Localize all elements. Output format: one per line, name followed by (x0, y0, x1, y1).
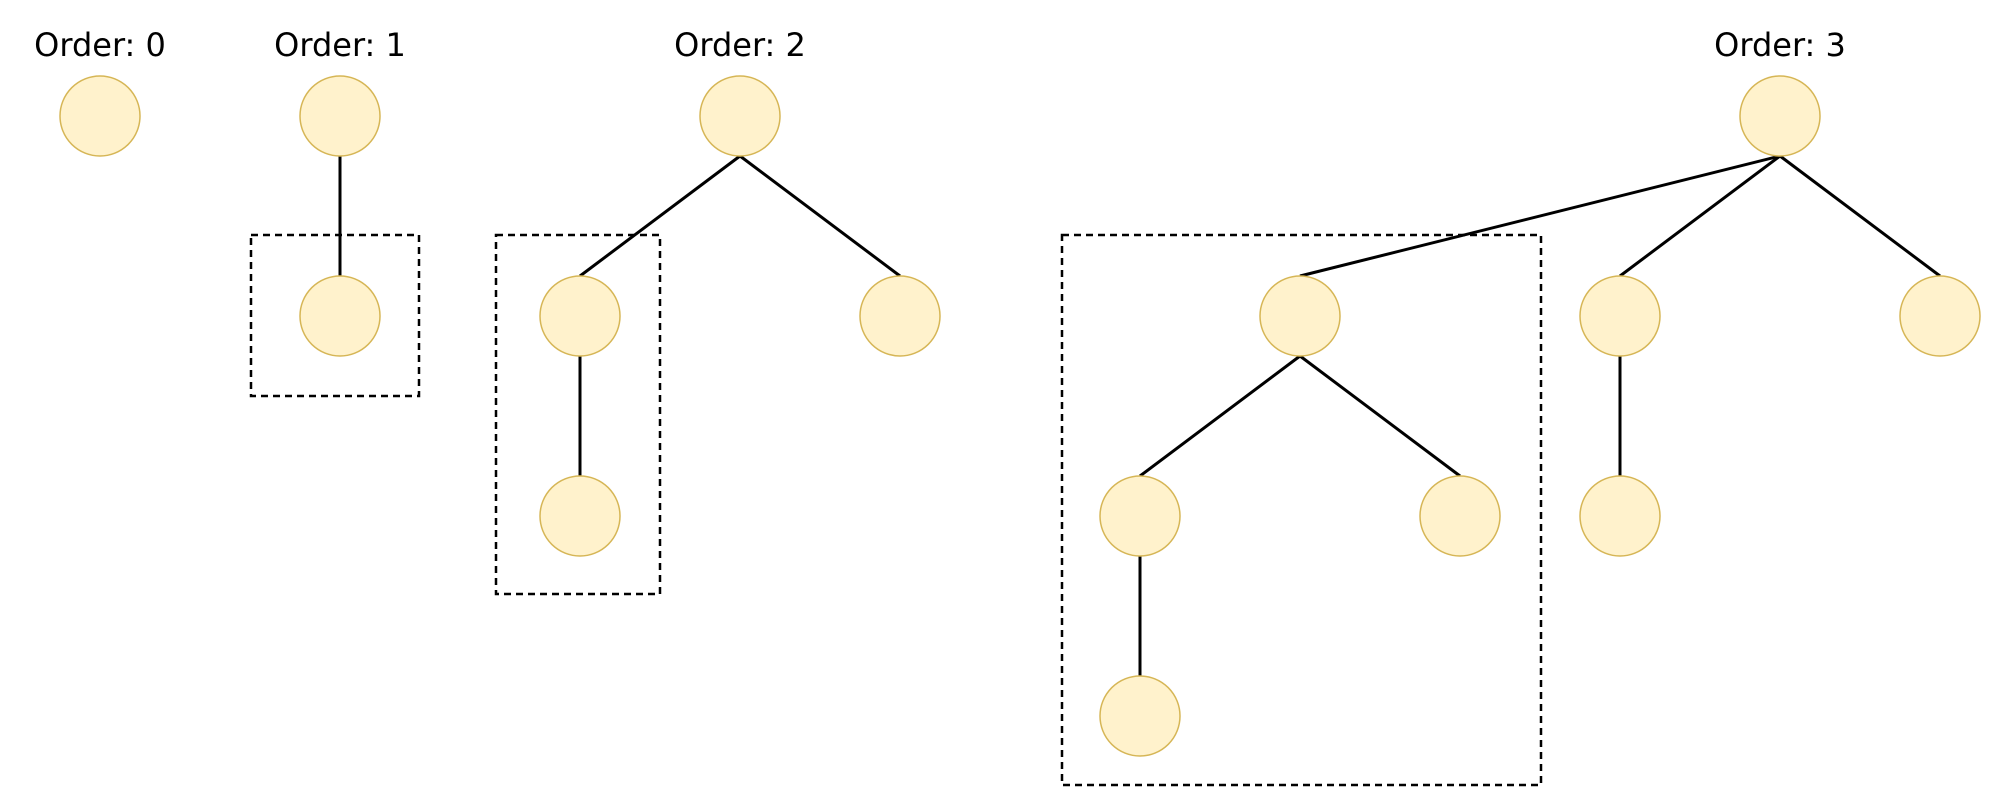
tree-title: Order: 3 (1714, 26, 1846, 64)
tree-node (539, 475, 621, 557)
tree-node (299, 275, 381, 357)
tree-node (1099, 475, 1181, 557)
tree-edge (1299, 154, 1781, 278)
tree-node (1739, 75, 1821, 157)
tree-title: Order: 2 (674, 26, 806, 64)
tree-node (1579, 275, 1661, 357)
tree-order-1: Order: 1 (249, 26, 421, 398)
tree-edge (1299, 354, 1461, 478)
tree-node (1899, 275, 1981, 357)
tree-title: Order: 0 (34, 26, 166, 64)
tree-order-2: Order: 2 (494, 26, 941, 596)
tree-title: Order: 1 (274, 26, 406, 64)
tree-order-3: Order: 3 (1060, 26, 1981, 787)
tree-node (299, 75, 381, 157)
tree-edge (1619, 154, 1781, 278)
tree-node (699, 75, 781, 157)
tree-order-0: Order: 0 (34, 26, 166, 157)
tree-node (59, 75, 141, 157)
tree-node (1579, 475, 1661, 557)
subtree-box (249, 233, 421, 398)
tree-edge (1139, 354, 1301, 478)
tree-node (1419, 475, 1501, 557)
tree-edge (739, 154, 901, 278)
tree-node (1099, 675, 1181, 757)
tree-edge (579, 154, 741, 278)
subtree-box (494, 233, 662, 596)
subtree-box (1060, 233, 1543, 787)
tree-node (859, 275, 941, 357)
tree-node (539, 275, 621, 357)
tree-node (1259, 275, 1341, 357)
tree-edge (1779, 154, 1941, 278)
